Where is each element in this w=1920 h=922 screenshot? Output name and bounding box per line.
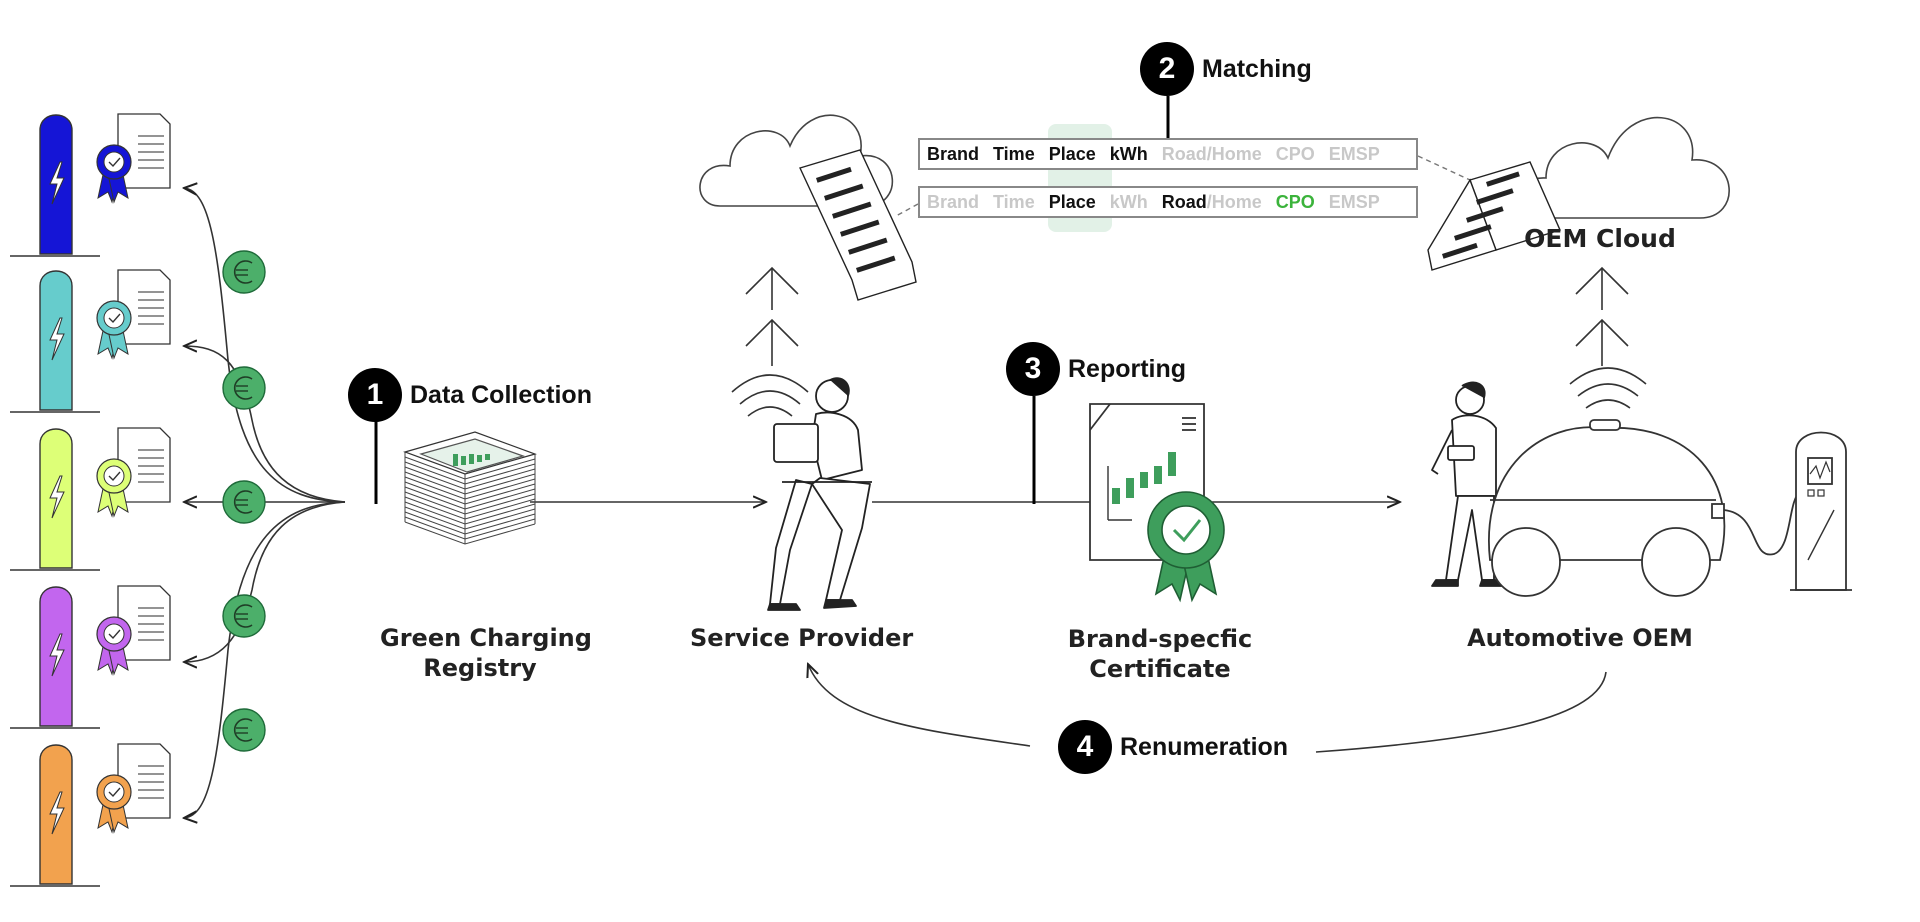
matching-row-oem: Brand Time Place kWh Road/Home CPO EMSP xyxy=(918,138,1418,170)
station-certificates xyxy=(96,113,171,834)
step-1-number: 1 xyxy=(348,368,402,422)
service-provider-person-icon xyxy=(767,377,872,611)
euro-coin-icon xyxy=(222,594,266,638)
certificate-document-icon xyxy=(96,743,171,834)
matching-field: Time xyxy=(993,143,1035,164)
lightning-bolt-icon xyxy=(49,791,65,835)
registry-label-line1: Green Charging xyxy=(380,624,592,652)
lightning-bolt-icon xyxy=(49,317,65,361)
flow-to-station-5 xyxy=(184,501,346,818)
matching-field: Brand xyxy=(927,191,980,212)
upload-arrows-provider xyxy=(745,266,799,366)
blue-charging-station xyxy=(10,114,100,257)
matching-field: Time xyxy=(993,191,1035,212)
charger-icon xyxy=(1790,431,1852,591)
matching-field: CPO xyxy=(1275,191,1315,212)
step-3: 3 Reporting xyxy=(1006,342,1186,396)
euro-coin-icon xyxy=(222,366,266,410)
step-2-label: Matching xyxy=(1202,54,1312,83)
matching-field: Road/Home xyxy=(1161,143,1262,164)
matching-field: Place xyxy=(1048,191,1096,212)
teal-charging-station xyxy=(10,270,100,413)
euro-coin-icon xyxy=(222,708,266,752)
oem-receipt-icon xyxy=(1427,161,1561,271)
certificate-document-icon xyxy=(96,113,171,204)
wifi-signal-icon-oem xyxy=(1569,367,1647,409)
matching-field: kWh xyxy=(1109,143,1148,164)
dash-left xyxy=(895,203,919,217)
step-1: 1 Data Collection xyxy=(348,368,592,422)
step-4-number: 4 xyxy=(1058,720,1112,774)
electric-car-icon xyxy=(1488,419,1801,597)
lightning-bolt-icon xyxy=(49,475,65,519)
lightning-bolt-icon xyxy=(49,633,65,677)
orange-charging-station xyxy=(10,744,100,887)
step-4-label: Renumeration xyxy=(1120,732,1289,761)
flow-to-station-2 xyxy=(184,346,346,503)
award-badge-icon xyxy=(1147,491,1225,603)
matching-field: Place xyxy=(1048,143,1096,164)
certificate-label-line2: Certificate xyxy=(1089,655,1231,683)
certificate-document-icon xyxy=(96,585,171,676)
step-2-number: 2 xyxy=(1140,42,1194,96)
registry-label: Green Charging Registry xyxy=(380,623,592,683)
receipt-icon xyxy=(799,149,917,301)
flow-to-station-1 xyxy=(184,188,346,503)
lime-charging-station xyxy=(10,428,100,571)
matching-field: EMSP xyxy=(1328,143,1380,164)
registry-label-line2: Registry xyxy=(423,654,537,682)
matching-field: Road xyxy=(1161,191,1207,212)
matching-field: Brand xyxy=(927,143,980,164)
step-1-label: Data Collection xyxy=(410,380,592,409)
step-4: 4 Renumeration xyxy=(1058,720,1288,774)
matching-field: /Home xyxy=(1206,191,1262,212)
oem-person-icon xyxy=(1431,381,1505,587)
euro-coin-icon xyxy=(222,250,266,294)
certificate-label: Brand-specfic Certificate xyxy=(1060,624,1260,684)
oem-cloud-label: OEM Cloud xyxy=(1524,224,1676,253)
wifi-signal-icon-provider xyxy=(731,374,809,417)
charging-stations xyxy=(10,114,100,887)
flow-to-station-4 xyxy=(184,501,346,662)
renumeration-right xyxy=(1315,671,1607,753)
matching-field: kWh xyxy=(1109,191,1148,212)
report-stack-icon xyxy=(403,431,537,545)
step-2: 2 Matching xyxy=(1140,42,1312,96)
certificate-document-icon xyxy=(96,269,171,360)
automotive-oem-label: Automotive OEM xyxy=(1467,624,1693,652)
euro-coin-icon xyxy=(222,480,266,524)
euro-coins xyxy=(222,250,266,752)
renumeration-left xyxy=(808,664,1031,747)
lightning-bolt-icon xyxy=(49,161,65,205)
certificate-document-icon xyxy=(96,427,171,518)
step-3-number: 3 xyxy=(1006,342,1060,396)
dash-right xyxy=(1417,155,1471,181)
step-3-label: Reporting xyxy=(1068,354,1187,383)
service-provider-label: Service Provider xyxy=(690,624,914,652)
upload-arrows-oem xyxy=(1575,266,1629,366)
certificate-label-line1: Brand-specfic xyxy=(1067,625,1253,653)
matching-field: CPO xyxy=(1275,143,1315,164)
purple-charging-station xyxy=(10,586,100,729)
matching-row-provider: Brand Time Place kWh Road/Home CPO EMSP xyxy=(918,186,1418,218)
matching-field: EMSP xyxy=(1328,191,1380,212)
